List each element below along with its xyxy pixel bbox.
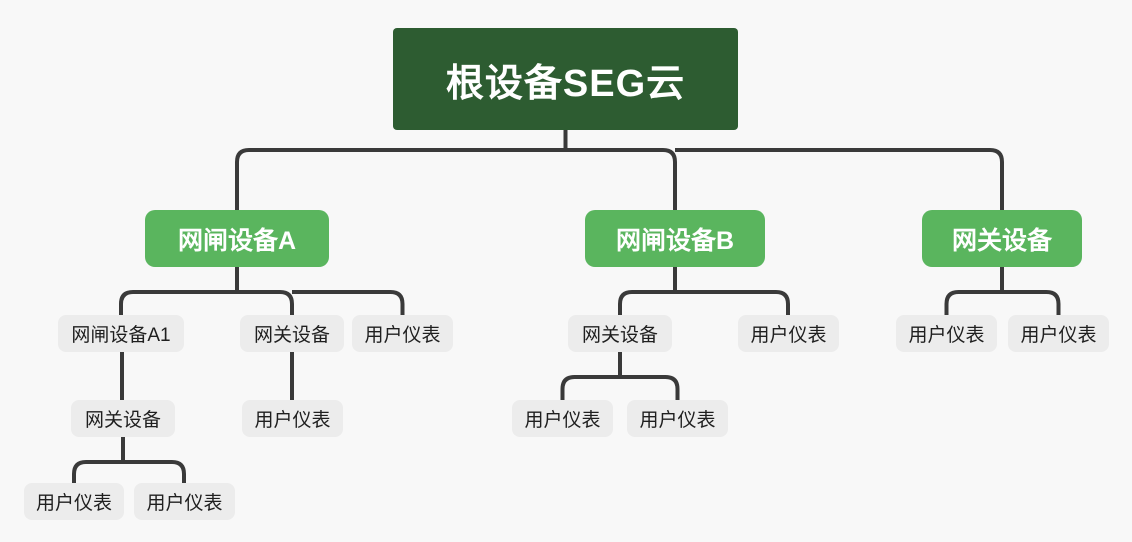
node-user-meter-under-b[interactable]: 用户仪表 (738, 315, 839, 352)
node-user-meter-under-c-1[interactable]: 用户仪表 (896, 315, 997, 352)
connector-a-to-a3 (292, 290, 405, 317)
connector-root-to-c (675, 148, 1004, 212)
node-user-meter-under-a2[interactable]: 用户仪表 (242, 400, 343, 437)
node-user-meter-under-a[interactable]: 用户仪表 (352, 315, 453, 352)
node-gatekeeper-a[interactable]: 网闸设备A (145, 210, 329, 267)
node-gatekeeper-a1[interactable]: 网闸设备A1 (58, 315, 184, 352)
connector-b1-bus (560, 375, 680, 402)
node-user-meter-under-b1-1[interactable]: 用户仪表 (512, 400, 613, 437)
node-user-meter-under-a1-1-1[interactable]: 用户仪表 (24, 483, 124, 520)
node-root-seg-cloud[interactable]: 根设备SEG云 (393, 28, 738, 130)
node-gateway-under-a[interactable]: 网关设备 (240, 315, 344, 352)
node-gateway-under-b[interactable]: 网关设备 (568, 315, 672, 352)
node-gateway-under-a1[interactable]: 网关设备 (71, 400, 175, 437)
connector-c-bus (944, 290, 1061, 317)
node-gateway-device[interactable]: 网关设备 (922, 210, 1082, 267)
node-gatekeeper-b[interactable]: 网闸设备B (585, 210, 765, 267)
node-user-meter-under-a1-1-2[interactable]: 用户仪表 (134, 483, 235, 520)
connector-b-bus (618, 290, 790, 317)
node-user-meter-under-c-2[interactable]: 用户仪表 (1008, 315, 1109, 352)
connector-root-to-a-b (235, 148, 677, 212)
node-user-meter-under-b1-2[interactable]: 用户仪表 (627, 400, 728, 437)
connector-a1-1-bus (72, 460, 186, 485)
connector-a-to-a1-a2 (119, 290, 294, 317)
